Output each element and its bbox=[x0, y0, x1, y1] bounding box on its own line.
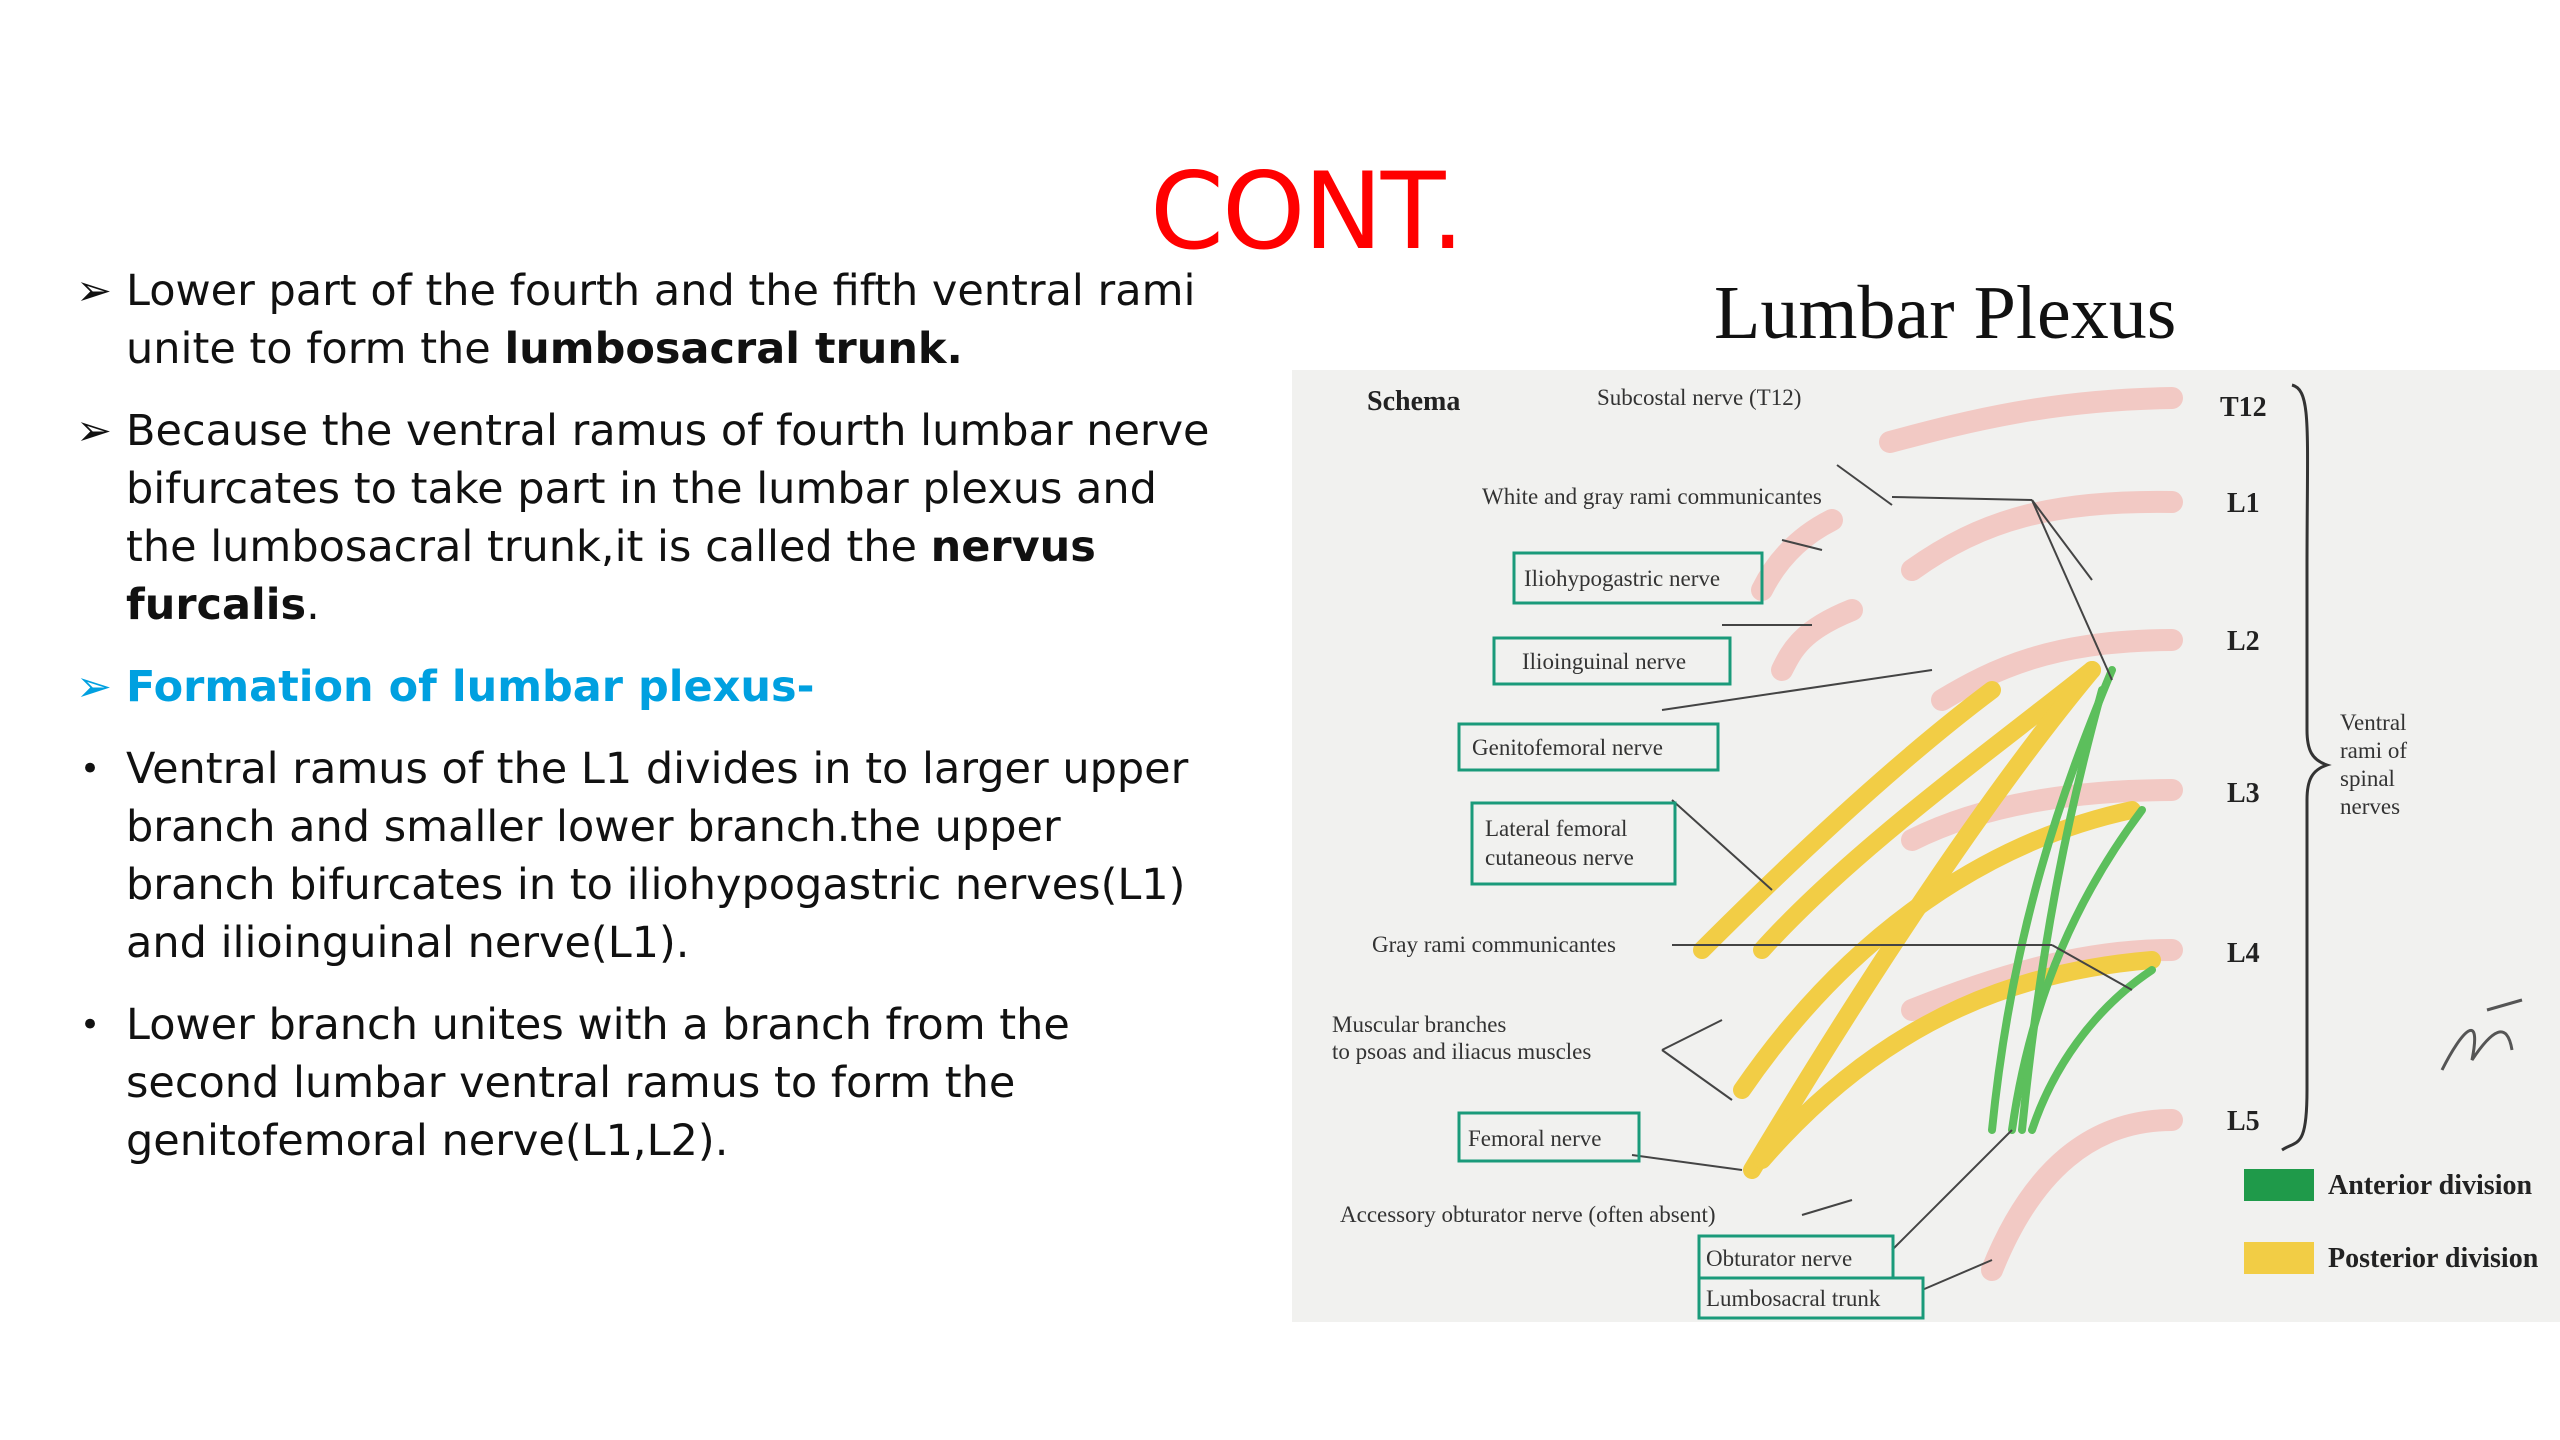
lumbosacral-trunk-label: Lumbosacral trunk bbox=[1706, 1286, 1881, 1311]
bullet-item: ➢ Because the ventral ramus of fourth lu… bbox=[76, 402, 1216, 634]
ventral-rami-label-2: rami of bbox=[2340, 738, 2407, 763]
bullet-item: ➢ Lower part of the fourth and the fifth… bbox=[76, 262, 1216, 378]
bullet-heading: ➢ Formation of lumbar plexus- bbox=[76, 658, 1216, 716]
artist-signature-icon bbox=[2440, 998, 2523, 1071]
dot-bullet-icon: • bbox=[80, 749, 101, 789]
level-label-l1: L1 bbox=[2227, 488, 2260, 519]
rami-communicantes-label: White and gray rami communicantes bbox=[1482, 484, 1822, 509]
leader-lines bbox=[1631, 464, 2133, 1291]
femoral-nerve-label: Femoral nerve bbox=[1468, 1126, 1601, 1151]
ilioinguinal-nerve-label: Ilioinguinal nerve bbox=[1522, 649, 1686, 674]
lumbar-plexus-figure: Schema Subcostal nerve (T12) White and g… bbox=[1292, 370, 2560, 1322]
bullet-text: Because the ventral ramus of fourth lumb… bbox=[126, 406, 1210, 572]
level-label-l5: L5 bbox=[2227, 1106, 2260, 1137]
anterior-division-nerves bbox=[1988, 666, 2156, 1134]
ventral-rami-label-4: nerves bbox=[2340, 794, 2400, 819]
bullet-text: Lower branch unites with a branch from t… bbox=[126, 1000, 1070, 1166]
schema-label: Schema bbox=[1367, 386, 1460, 417]
bullet-list: ➢ Lower part of the fourth and the fifth… bbox=[76, 262, 1216, 1194]
level-label-l3: L3 bbox=[2227, 778, 2260, 809]
genitofemoral-nerve-label: Genitofemoral nerve bbox=[1472, 735, 1663, 760]
lumbar-plexus-diagram: Schema Subcostal nerve (T12) White and g… bbox=[1332, 383, 2539, 1320]
bullet-text: Lower part of the fourth and the fifth v… bbox=[126, 266, 1196, 374]
dot-bullet-icon: • bbox=[80, 1005, 101, 1045]
bullet-item: • Lower branch unites with a branch from… bbox=[76, 996, 1216, 1170]
level-label-l4: L4 bbox=[2227, 938, 2260, 969]
brace-icon bbox=[2281, 383, 2332, 1152]
arrow-bullet-icon: ➢ bbox=[76, 662, 113, 712]
iliohypogastric-nerve-label: Iliohypogastric nerve bbox=[1524, 566, 1720, 591]
accessory-obturator-label: Accessory obturator nerve (often absent) bbox=[1340, 1202, 1716, 1227]
bullet-item: • Ventral ramus of the L1 divides in to … bbox=[76, 740, 1216, 972]
arrow-bullet-icon: ➢ bbox=[76, 406, 113, 456]
posterior-division-nerves bbox=[1693, 661, 2161, 1179]
figure-title: Lumbar Plexus bbox=[1714, 271, 2177, 355]
subcostal-nerve-label: Subcostal nerve (T12) bbox=[1597, 385, 1801, 410]
bullet-text: Ventral ramus of the L1 divides in to la… bbox=[126, 744, 1189, 968]
arrow-bullet-icon: ➢ bbox=[76, 266, 113, 316]
bullet-bold-text: nervus furcalis bbox=[126, 522, 1096, 630]
level-label-t12: T12 bbox=[2220, 392, 2267, 423]
ventral-rami-label-1: Ventral bbox=[2340, 710, 2406, 735]
bullet-text-end: . bbox=[306, 580, 320, 630]
level-label-l2: L2 bbox=[2227, 626, 2260, 657]
ventral-rami bbox=[1751, 387, 2183, 1281]
bullet-bold-text: lumbosacral trunk. bbox=[504, 324, 963, 374]
gray-rami-label: Gray rami communicantes bbox=[1372, 932, 1616, 957]
ventral-rami-label-3: spinal bbox=[2340, 766, 2395, 791]
lateral-femoral-label-1: Lateral femoral bbox=[1485, 816, 1627, 841]
slide-title: CONT. bbox=[1150, 150, 1465, 273]
muscular-branches-label-2: to psoas and iliacus muscles bbox=[1332, 1039, 1591, 1064]
obturator-nerve-label: Obturator nerve bbox=[1706, 1246, 1852, 1271]
muscular-branches-label-1: Muscular branches bbox=[1332, 1012, 1506, 1037]
bullet-text: Formation of lumbar plexus- bbox=[126, 662, 815, 712]
label-boxes bbox=[1457, 551, 1925, 1320]
legend-label-anterior: Anterior division bbox=[2328, 1170, 2532, 1201]
lateral-femoral-label-2: cutaneous nerve bbox=[1485, 845, 1634, 870]
legend-swatch-anterior bbox=[2244, 1169, 2314, 1201]
legend-label-posterior: Posterior division bbox=[2328, 1243, 2539, 1274]
legend-swatch-posterior bbox=[2244, 1242, 2314, 1274]
